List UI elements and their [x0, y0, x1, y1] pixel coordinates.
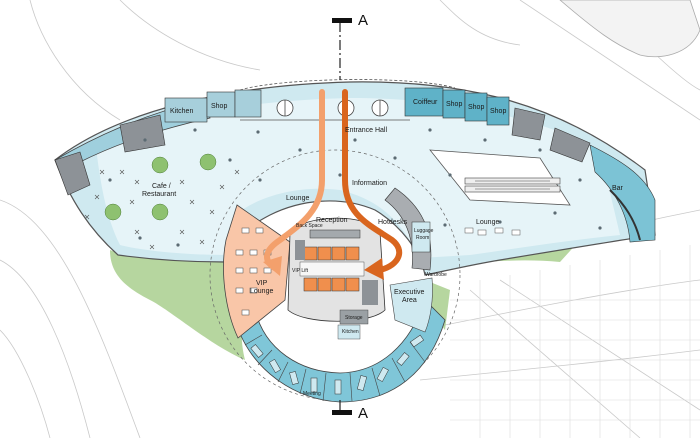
label-reception: Reception: [316, 217, 348, 224]
label-shop-r1: Shop: [446, 101, 462, 108]
entrance-glass-line: [239, 79, 456, 91]
lift-shafts-bottom: [303, 277, 360, 292]
label-cafe-1: Cafe /: [152, 183, 171, 190]
label-luggage-2: Room: [416, 235, 429, 241]
shop-r3-room: [486, 96, 510, 126]
vip-seats: [235, 227, 272, 316]
lift-lobby: [299, 261, 365, 277]
arrow-head-right: [364, 258, 384, 280]
label-lounge-right: Lounge: [476, 219, 499, 226]
executive-area: [389, 277, 433, 333]
label-shop-r2: Shop: [468, 104, 484, 111]
meeting-tables: [250, 334, 424, 395]
label-kitchen-top: Kitchen: [170, 108, 193, 115]
luggage-room: [411, 221, 431, 253]
road-shape: [559, 0, 700, 58]
label-vip-lift: VIP Lift: [292, 268, 309, 274]
service-block-right-2: [549, 127, 591, 163]
columns: [108, 128, 602, 247]
label-information: Information: [352, 180, 387, 187]
section-label-bottom: A: [358, 405, 368, 422]
label-kitchen-small: Kitchen: [342, 329, 359, 335]
meeting-ring: [234, 299, 446, 403]
meeting-dividers: [244, 334, 426, 402]
section-label-top: A: [358, 12, 368, 29]
label-coiffeur: Coiffeur: [413, 99, 438, 106]
label-luggage-1: Luggage: [414, 228, 434, 234]
storage-room: [339, 309, 369, 325]
reception-desk: [309, 229, 361, 239]
coiffeur-room: [404, 87, 444, 117]
inner-lobby: [95, 98, 620, 258]
lounge-furniture: [464, 227, 521, 236]
cafe-tables: [84, 169, 240, 250]
left-wing-strip: [54, 99, 211, 192]
label-lounge-top: Lounge: [286, 195, 309, 202]
shop-left-room-2: [234, 89, 262, 118]
circulation-arrows: [264, 89, 403, 273]
cafe-plants: [104, 153, 217, 221]
service-block-right: [511, 107, 546, 141]
escalators: [464, 177, 561, 193]
label-entrance-hall: Entrance Hall: [345, 127, 387, 134]
service-core-top: [295, 240, 305, 260]
label-storage: Storage: [345, 315, 363, 321]
bar-area: [589, 144, 656, 243]
section-marker-bottom: [332, 410, 352, 415]
kitchen-room: [164, 97, 208, 123]
lift-shafts-top: [303, 246, 360, 261]
label-cafe-2: Restaurant: [142, 191, 176, 198]
label-hotdesks: Hotdesks: [378, 219, 408, 226]
label-shop-r3: Shop: [490, 108, 506, 115]
service-block-kitchen: [119, 114, 166, 153]
arrow-head-left: [263, 256, 282, 276]
label-wardrobe: Wardrobe: [425, 272, 447, 278]
label-bar: Bar: [612, 185, 624, 192]
label-shop-left: Shop: [211, 103, 227, 110]
label-back-space: Back Space: [296, 223, 323, 229]
inner-dashed-ring: [209, 149, 461, 401]
kitchen-small-room: [337, 324, 361, 340]
label-executive-2: Area: [402, 297, 417, 304]
label-executive-1: Executive: [394, 289, 424, 296]
service-core-bottom: [362, 280, 378, 305]
label-vip-2: Lounge: [250, 288, 273, 295]
section-marker-top: [332, 18, 352, 23]
service-block-left: [54, 151, 91, 196]
label-meeting: Meeting: [303, 391, 321, 397]
paving-grid: [450, 245, 700, 438]
bar-counter: [609, 189, 641, 241]
label-vip-1: VIP: [256, 280, 268, 287]
